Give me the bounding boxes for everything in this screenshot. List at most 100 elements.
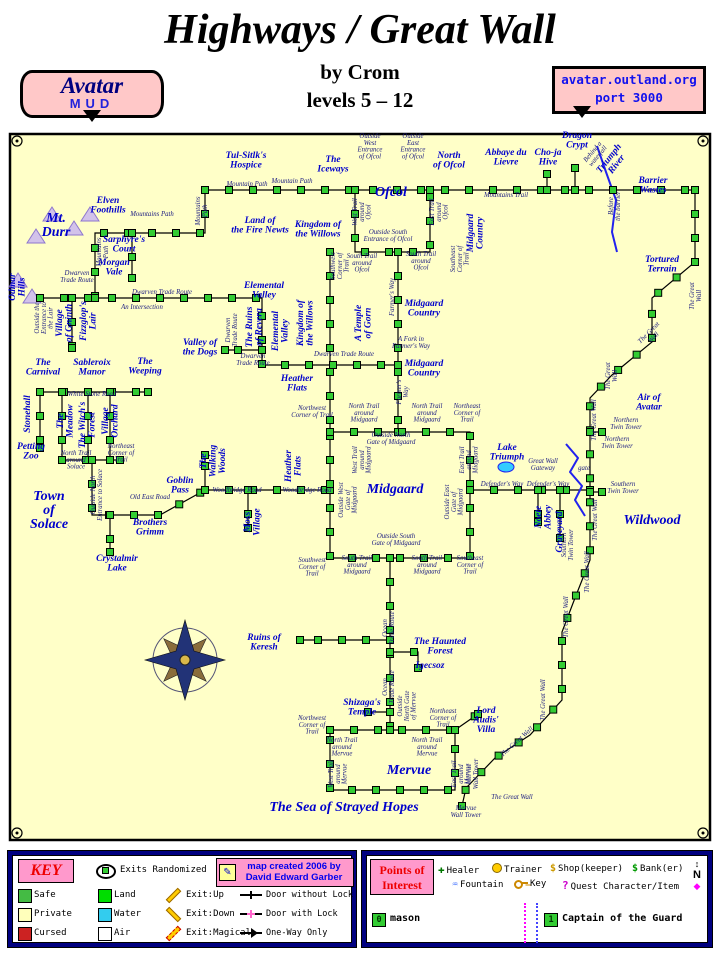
arrow-icon (251, 928, 263, 938)
exit-bar (165, 925, 182, 942)
map-node (326, 344, 334, 352)
mud-name: Avatar (60, 73, 124, 98)
map-node (586, 546, 594, 555)
exit-bar (165, 887, 182, 904)
map-node (446, 428, 454, 436)
map-node (489, 186, 497, 194)
scroll-curl-center (701, 831, 705, 835)
key-swatch-air (98, 927, 112, 941)
map-node (598, 428, 606, 436)
compass-rose-icon (143, 618, 227, 702)
map-node (348, 786, 356, 794)
key-title: KEY (18, 859, 74, 883)
map-node (372, 554, 380, 562)
key-label: One-Way Only (266, 928, 328, 938)
map-label: Stonehall (23, 395, 33, 433)
compass-hub (179, 654, 191, 666)
map-node (201, 451, 209, 459)
map-node (396, 554, 404, 562)
map-node (534, 486, 542, 494)
dotted-divider (524, 903, 526, 943)
map-node (36, 412, 44, 420)
map-node (534, 518, 542, 526)
poi-legend-item: $Bank(er) (632, 863, 683, 874)
map-node (466, 486, 474, 494)
map-label: The Great Wall (584, 551, 591, 593)
map-node (490, 486, 498, 494)
map-label: OceanTrade Route (382, 611, 396, 644)
poi-title: Points of Interest (370, 859, 434, 895)
map-node (458, 802, 466, 810)
shop-icon: $ (550, 863, 557, 874)
map-node (422, 428, 430, 436)
map-node (326, 272, 334, 280)
map-node (326, 760, 334, 768)
north-arrow-icon: ↕ (694, 859, 700, 869)
map-node (273, 186, 281, 194)
map-node (386, 674, 394, 682)
map-node (558, 660, 566, 669)
map-node (543, 170, 551, 178)
map-label: Defender's Way (480, 481, 525, 488)
map-node (585, 186, 593, 194)
key-swatch-land (98, 889, 112, 903)
key-label: Exit:Up (186, 890, 224, 900)
map-node (374, 726, 382, 734)
map-label: Woodbridge Road (282, 487, 332, 494)
map-node (106, 412, 114, 420)
map-node (451, 726, 459, 734)
map-node (386, 602, 394, 610)
map-node (394, 416, 402, 424)
key-label: Private (34, 909, 72, 919)
map-node (598, 488, 606, 496)
map-node (394, 392, 402, 400)
map-node (201, 210, 209, 218)
map-label: The Sea of Strayed Hopes (269, 800, 419, 815)
map-label: Villageof Gninth (55, 304, 75, 342)
map-node (364, 708, 372, 716)
lock-bar (247, 913, 255, 915)
map-label: East TrailaroundOfcol (429, 198, 450, 226)
triumph-river (596, 145, 618, 253)
map-node (36, 436, 44, 444)
map-label: East TrailaroundMidgaard (459, 446, 480, 475)
map-node (466, 456, 474, 464)
poi-legend-label: Fountain (460, 880, 504, 890)
map-node (394, 361, 402, 369)
poi-legend-label: Shop(keeper) (558, 864, 624, 874)
map-node (571, 186, 579, 194)
map-node (681, 186, 689, 194)
server-port: port 3000 (595, 90, 663, 105)
poi-entry-label: mason (390, 913, 421, 924)
map-node (426, 186, 434, 194)
map-node (84, 436, 92, 444)
map-node (258, 346, 266, 354)
map-node (586, 498, 594, 507)
map-node (58, 456, 66, 464)
map-label: Beforethe barrier (608, 191, 622, 221)
trainer-icon (492, 863, 502, 873)
map-node (326, 368, 334, 376)
map-node (100, 229, 108, 237)
map-node (466, 552, 474, 560)
mountain-icon (64, 220, 84, 236)
map-node (691, 258, 699, 266)
map-node (201, 486, 209, 494)
map-node (369, 186, 377, 194)
map-label: Defender's Way (526, 481, 571, 488)
map-credit-text: map created 2006 by David Edward Garber (245, 861, 343, 883)
map-node (296, 636, 304, 644)
